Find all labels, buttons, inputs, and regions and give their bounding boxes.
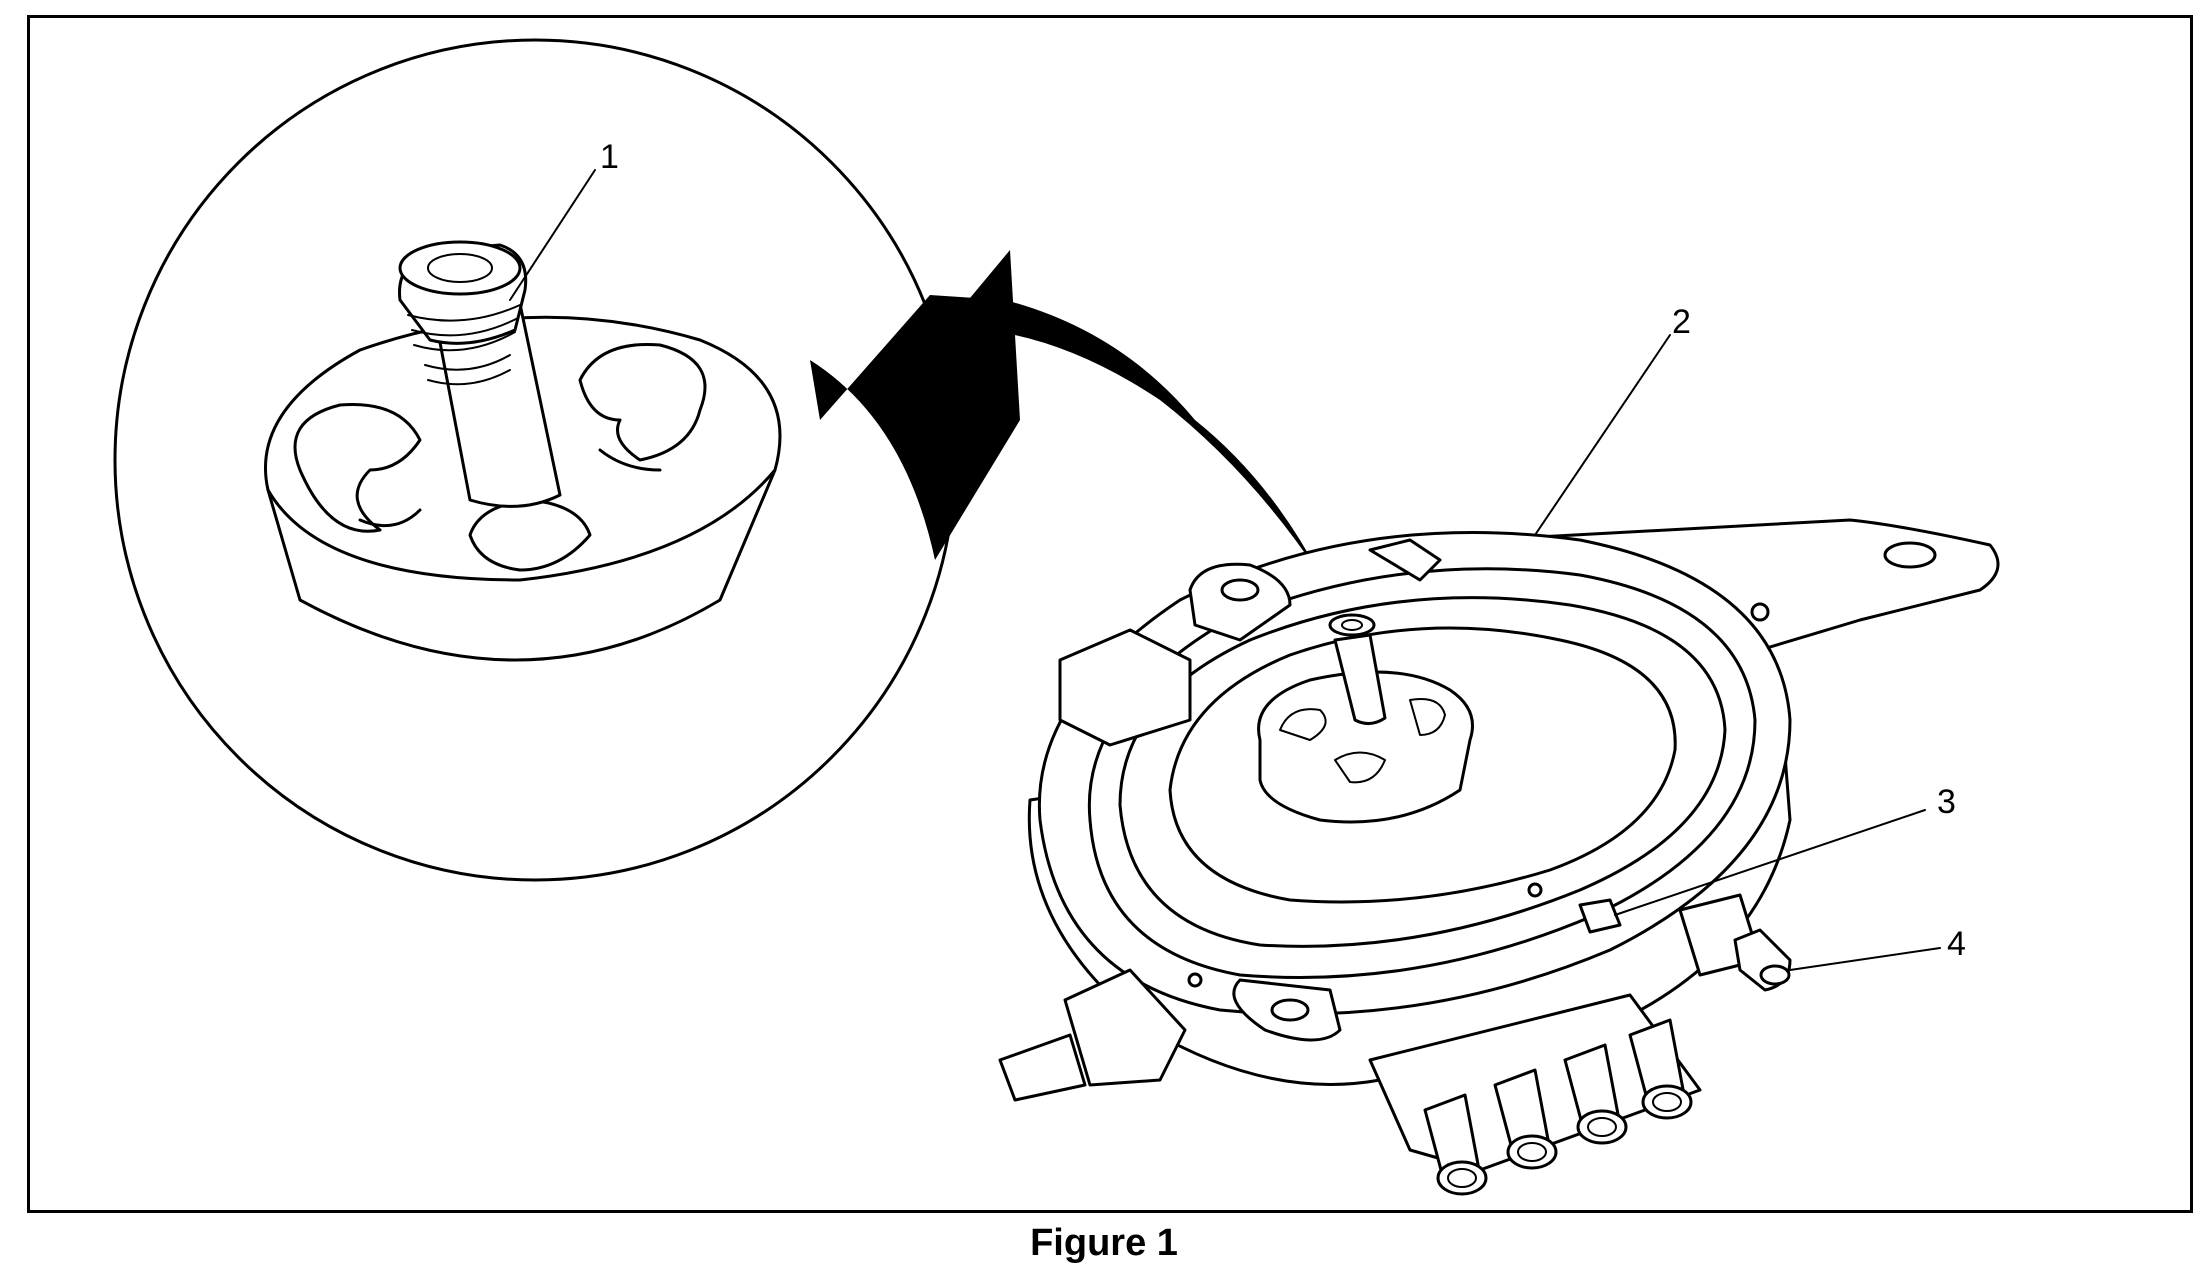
callout-2: 2: [1672, 303, 1691, 341]
leader-line-4: [1789, 947, 1941, 971]
figure-frame: [27, 15, 2193, 1213]
distributor-assembly: [998, 518, 2000, 1196]
terminal-towers: [1423, 1018, 1693, 1196]
callout-1: 1: [600, 138, 619, 176]
leader-line-1: [509, 169, 596, 301]
figure-caption: Figure 1: [1030, 1222, 1178, 1264]
leader-line-3: [1614, 809, 1926, 916]
callout-4: 4: [1947, 925, 1966, 963]
detail-magnifier: [113, 38, 957, 882]
callout-3: 3: [1937, 783, 1956, 821]
leader-line-2: [1534, 334, 1671, 536]
magnify-arrow: [810, 295, 1320, 575]
magnify-arrow-head: [935, 250, 1020, 420]
